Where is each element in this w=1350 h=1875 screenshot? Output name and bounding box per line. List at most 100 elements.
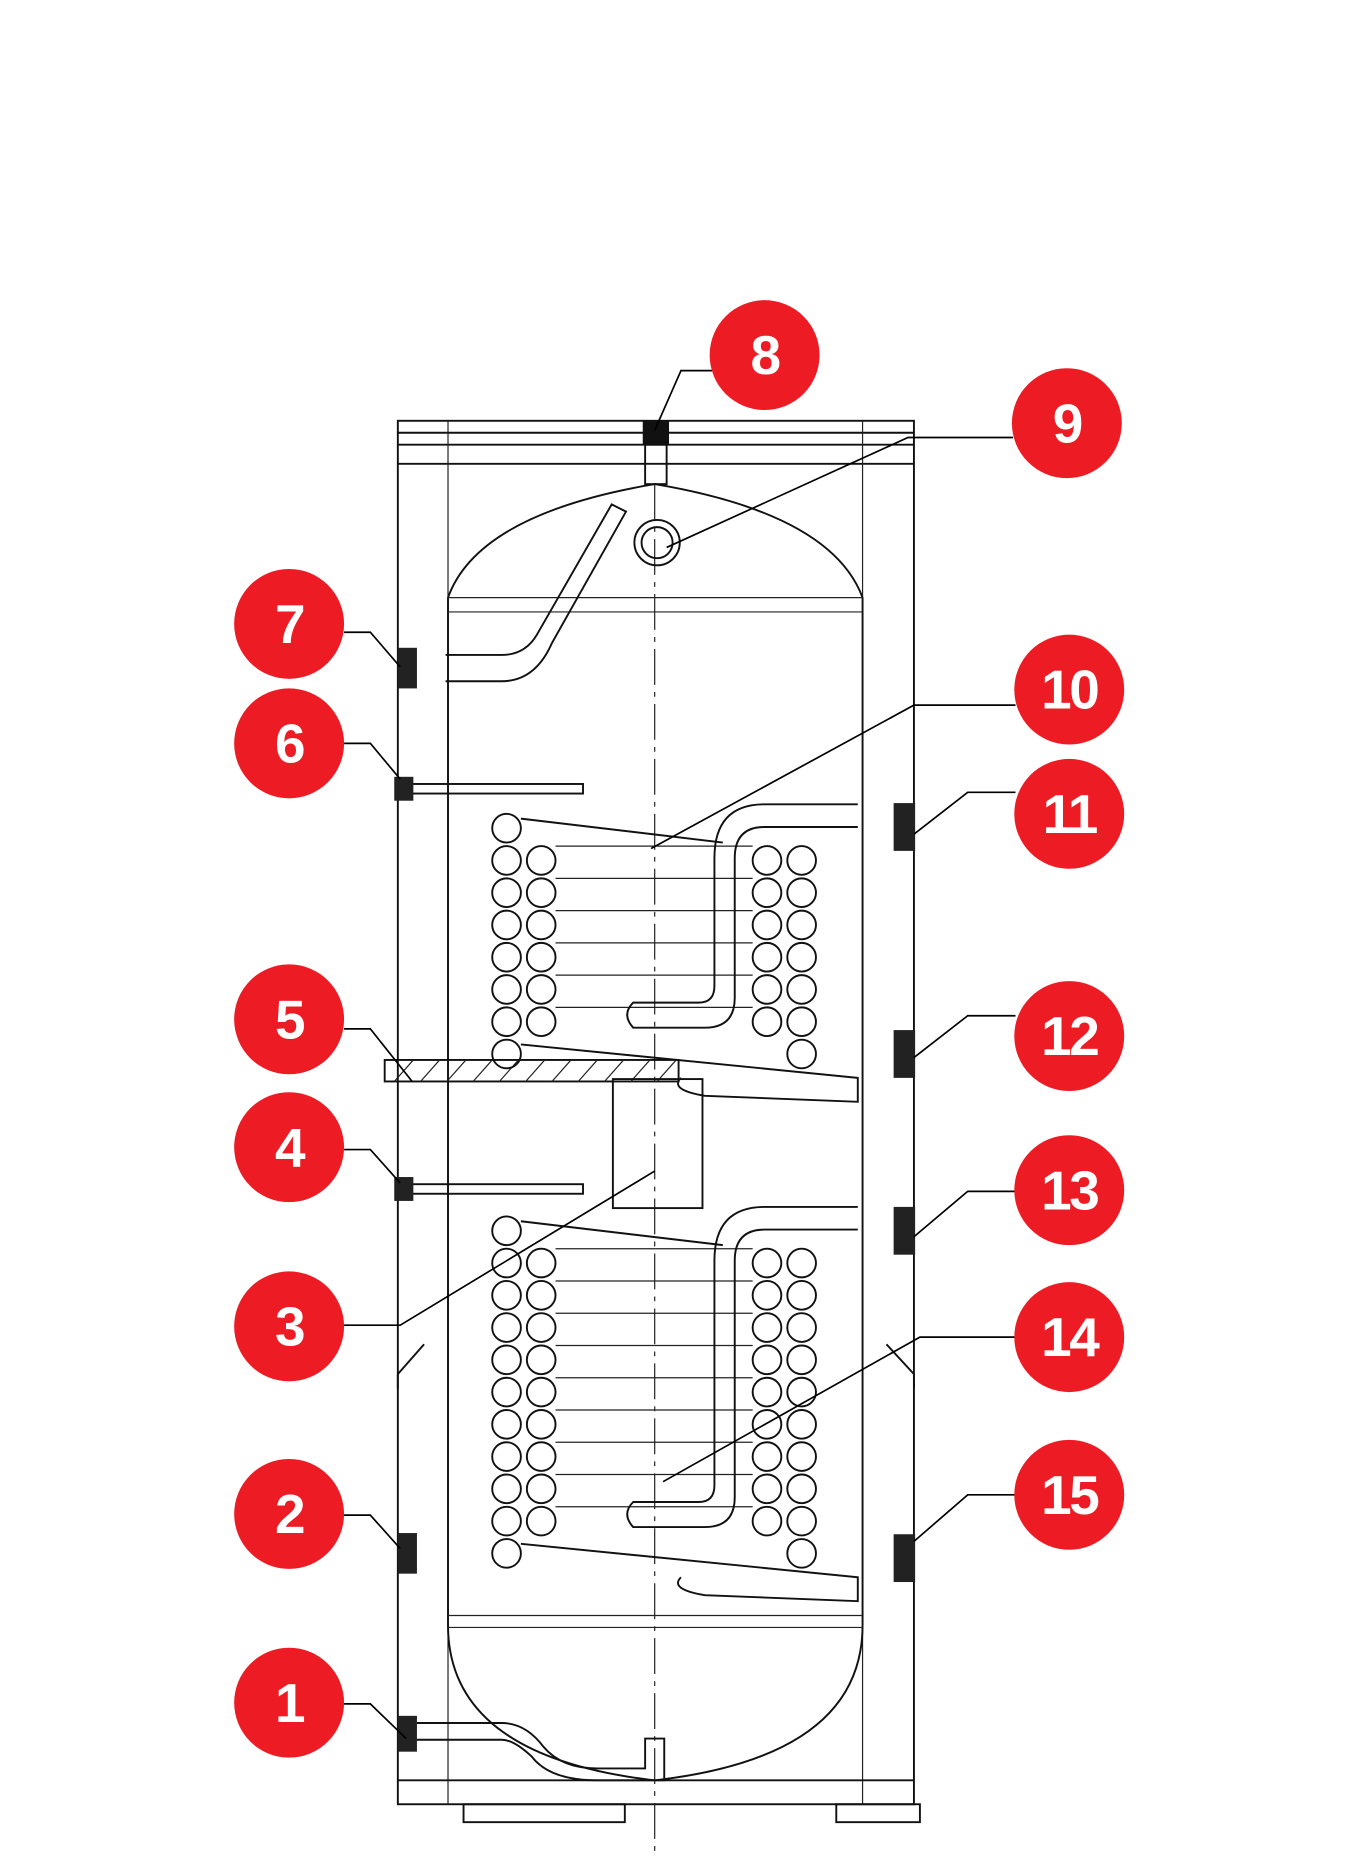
coil-turn — [525, 909, 557, 941]
coil-turn — [751, 1344, 783, 1376]
coil-turn — [786, 909, 817, 941]
coil-turn — [525, 1247, 557, 1279]
callout-number: 11 — [1043, 783, 1098, 845]
leader-line — [344, 1028, 413, 1082]
coil-turn — [525, 941, 557, 973]
callout-number: 6 — [275, 712, 304, 774]
callout-badge — [234, 688, 345, 799]
leader-line — [650, 704, 1016, 850]
callout-10: 10 — [650, 634, 1125, 850]
coil-turn — [491, 1376, 522, 1408]
callout-badge — [1014, 634, 1125, 745]
callout-6: 6 — [234, 688, 401, 799]
coil-turn — [786, 1312, 817, 1343]
callout-5: 5 — [234, 964, 413, 1082]
callout-number: 5 — [275, 988, 305, 1050]
callout-11: 11 — [913, 758, 1125, 869]
leader-line — [344, 1703, 407, 1740]
coil-turn — [491, 1441, 522, 1472]
coil-turn — [786, 877, 817, 908]
coil-turn — [751, 1280, 783, 1311]
coil-turn — [491, 1409, 522, 1440]
coil-turn — [525, 1505, 557, 1537]
callout-badge — [234, 1647, 345, 1758]
coil-turn — [786, 1280, 817, 1311]
leader-line — [666, 436, 1014, 549]
callout-badge — [234, 568, 345, 679]
callout-4: 4 — [234, 1092, 401, 1203]
coil-turn — [491, 1006, 522, 1038]
callout-badge — [234, 1458, 345, 1569]
callout-number: 1 — [275, 1672, 305, 1734]
coil-turn — [786, 1505, 817, 1537]
coil-turn — [786, 1473, 817, 1505]
coil-turn — [491, 1247, 522, 1279]
leader-line — [344, 1514, 401, 1550]
leader-line — [662, 1336, 1016, 1483]
coil-turn — [786, 1247, 817, 1279]
coil-turn — [751, 1441, 783, 1472]
coil-turn — [786, 1344, 817, 1376]
coil-turn — [786, 1409, 817, 1440]
coil-turn — [751, 974, 783, 1005]
coil-turn — [525, 1473, 557, 1505]
callout-12: 12 — [913, 981, 1125, 1092]
coil-turn — [751, 1312, 783, 1343]
coil-turn — [491, 877, 522, 908]
coil-turn — [491, 1312, 522, 1343]
callout-number: 13 — [1041, 1159, 1098, 1221]
coil-turn — [751, 1006, 783, 1038]
coil-turn — [525, 1344, 557, 1376]
callout-badge — [1011, 368, 1122, 479]
coil-turn — [751, 1409, 783, 1440]
coil-turn — [751, 1473, 783, 1505]
coil-turn — [786, 1006, 817, 1038]
leader-line — [344, 1148, 401, 1184]
coil-turn — [525, 1376, 557, 1408]
leader-line — [344, 742, 401, 780]
callout-number: 7 — [275, 593, 304, 655]
leader-line — [913, 791, 1016, 835]
callout-number: 12 — [1041, 1005, 1098, 1067]
leader-line — [913, 1190, 1016, 1238]
coil-turn — [525, 1280, 557, 1311]
coil-turn — [786, 941, 817, 973]
callout-number: 15 — [1041, 1464, 1099, 1526]
coil-turn — [525, 974, 557, 1005]
callout-number: 8 — [751, 324, 780, 386]
callout-badge — [1014, 981, 1125, 1092]
coil-turn — [525, 1409, 557, 1440]
coil-turn — [491, 941, 522, 973]
leader-line — [344, 1170, 656, 1327]
callout-14: 14 — [662, 1282, 1125, 1483]
coil-turn — [491, 812, 522, 844]
coil-turn — [525, 877, 557, 908]
callout-badge — [1014, 1439, 1125, 1550]
coil-turn — [491, 974, 522, 1005]
leader-line — [913, 1014, 1016, 1059]
callout-number: 9 — [1053, 392, 1082, 454]
coil-turn — [491, 909, 522, 941]
coil-turn — [491, 845, 522, 876]
coil-turn — [786, 1376, 817, 1408]
coil-turn — [751, 877, 783, 908]
callout-badge — [709, 300, 820, 411]
coil-turn — [751, 1247, 783, 1279]
callout-9: 9 — [666, 368, 1122, 549]
callout-15: 15 — [913, 1439, 1125, 1550]
leader-line — [913, 1493, 1016, 1543]
callout-badge — [1014, 1282, 1125, 1393]
callout-badge — [234, 1092, 345, 1203]
coil-turn — [525, 1441, 557, 1472]
coil-turn — [786, 845, 817, 876]
callout-13: 13 — [913, 1135, 1125, 1246]
callout-8: 8 — [653, 300, 820, 431]
coil-turn — [525, 1312, 557, 1343]
leader-line — [653, 369, 713, 431]
callout-number: 2 — [275, 1483, 304, 1545]
coil-turn — [491, 1344, 522, 1376]
coil-turn — [491, 1280, 522, 1311]
callout-badge — [234, 964, 345, 1075]
